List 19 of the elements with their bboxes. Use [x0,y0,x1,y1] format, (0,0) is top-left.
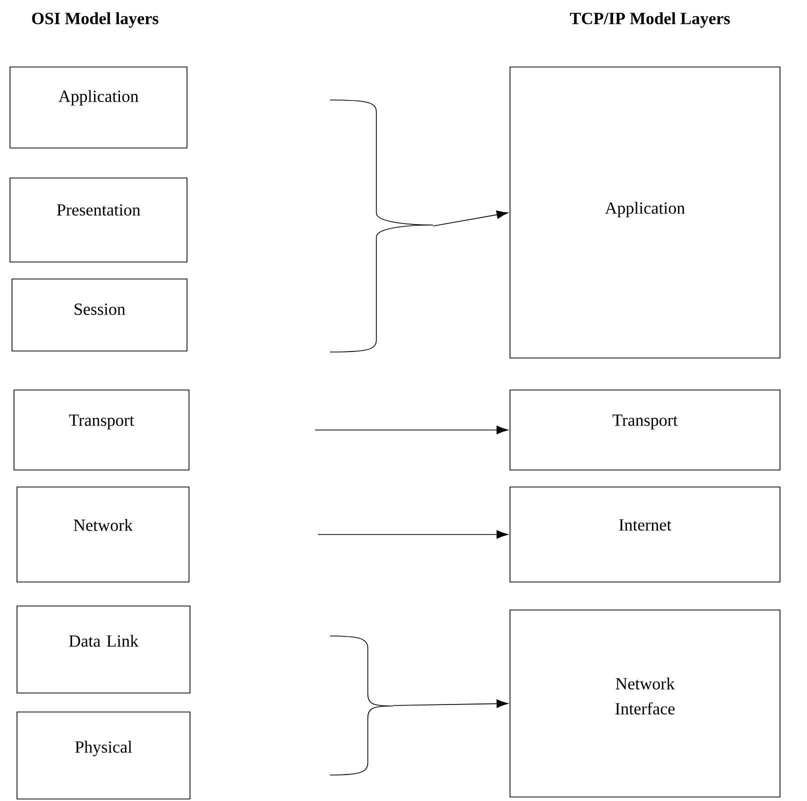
arrow [318,530,508,539]
arrow [314,426,508,434]
layer-box: Network Interface [510,610,780,798]
layer-box: Presentation [10,178,188,262]
column-heading: OSI Model layers [32,12,158,28]
layer-box: Session [12,278,188,352]
arrow [432,210,508,226]
brace [330,636,394,776]
layer-box: Application [510,66,780,358]
arrow [392,699,508,708]
column-heading: TCP/IP Model Layers [570,12,730,28]
layer-box: Physical [16,712,190,800]
layer-box: Transport [14,390,190,470]
layer-box: Application [10,66,188,148]
layer-box: Data Link [16,606,190,694]
brace [330,100,434,352]
layer-box: Network [16,486,190,582]
layer-box: Transport [510,390,780,470]
layer-box: Internet [510,486,780,582]
